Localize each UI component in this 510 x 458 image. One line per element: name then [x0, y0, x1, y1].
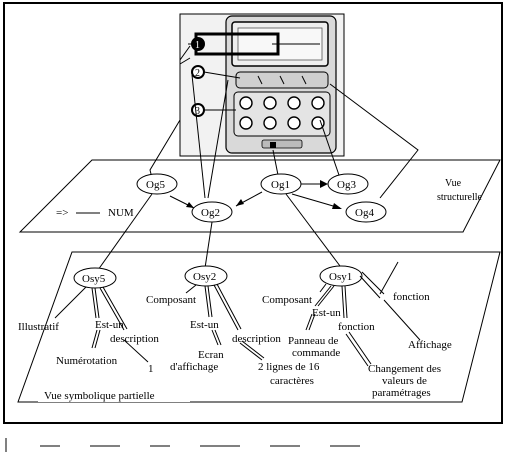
osy1-panneau-1: Panneau de	[288, 335, 339, 347]
node-og1: Og1	[260, 173, 302, 195]
osy2-ecran-2: d'affichage	[170, 361, 218, 373]
key-mark	[301, 75, 307, 85]
key-mark	[257, 75, 263, 85]
osy5-edge-illustratif	[54, 286, 87, 319]
key-mark	[279, 75, 285, 85]
osy1-changement-1: Changement des	[368, 363, 441, 375]
structural-plane	[18, 159, 501, 233]
callout-2: 2	[191, 65, 205, 79]
osy2-estun: Est-un	[190, 319, 219, 331]
arrowhead	[236, 199, 244, 206]
arrowhead	[332, 203, 342, 209]
structural-plane-label-2: structurelle	[437, 192, 483, 203]
link-og5-b	[179, 57, 191, 65]
symbolic-label-mask	[38, 388, 190, 402]
osy1-affichage: Affichage	[408, 339, 452, 351]
osy1-edge-fonction-a	[359, 271, 385, 299]
osy1-edge-composant	[319, 283, 327, 293]
link-og5-osy5	[97, 193, 153, 271]
svg-text:Osy2: Osy2	[193, 271, 216, 283]
link-og2-b	[207, 79, 229, 199]
legend-num: NUM	[108, 207, 134, 219]
svg-text:Osy1: Osy1	[329, 271, 352, 283]
outer-frame	[3, 2, 503, 424]
cropped-caption-strokes	[5, 438, 360, 452]
osy1-edge-estun	[305, 285, 335, 331]
svg-text:Og1: Og1	[271, 179, 290, 191]
osy1-panneau-2: commande	[292, 347, 340, 359]
osy5-edge-estun	[91, 287, 101, 349]
osy1-changement-2: valeurs de	[382, 375, 427, 387]
osy5-edge-description	[99, 286, 128, 331]
device-base	[261, 139, 303, 149]
osy2-lignes-1: 2 lignes de 16	[258, 361, 320, 373]
arrowhead	[320, 180, 328, 188]
link-og2-a	[191, 74, 206, 199]
arrowhead	[186, 202, 194, 208]
osy1-changement-3: paramétrages	[372, 387, 431, 399]
svg-text:Osy5: Osy5	[82, 273, 106, 285]
osy5-estun: Est-un	[95, 319, 124, 331]
link-og1-osy1	[285, 193, 341, 267]
callout-2-lead	[203, 71, 241, 79]
osy1-fonction-b: fonction	[338, 321, 375, 333]
osy2-edge-lignes	[239, 340, 265, 361]
node-osy1: Osy1	[319, 265, 363, 287]
edge-og1-og4	[291, 193, 341, 209]
node-og3: Og3	[327, 173, 369, 195]
osy1-fonction-a: fonction	[393, 291, 430, 303]
svg-text:Og3: Og3	[337, 179, 356, 191]
osy1-edge-affichage	[383, 299, 421, 341]
device-connector	[270, 142, 276, 148]
svg-text:3: 3	[195, 106, 200, 117]
node-og2: Og2	[191, 201, 233, 223]
osy2-edge-estun	[204, 285, 222, 346]
callout-1: 1	[191, 37, 205, 51]
callout-3: 3	[191, 103, 205, 117]
svg-text:Og5: Og5	[146, 179, 165, 191]
legend-arrow: =>	[56, 207, 68, 219]
svg-text:Og2: Og2	[201, 207, 220, 219]
link-og5	[149, 45, 191, 179]
osy2-edge-composant	[185, 284, 197, 294]
keypad-buttons	[239, 96, 325, 130]
osy1-composant: Composant	[262, 294, 312, 306]
node-og4: Og4	[345, 201, 387, 223]
symbolic-plane-label: Vue symbolique partielle	[44, 390, 155, 402]
link-og3	[319, 119, 341, 179]
osy1-estun: Est-un	[312, 307, 341, 319]
osy5-one: 1	[148, 363, 154, 375]
structural-plane-label-1: Vue	[445, 178, 462, 189]
osy5-illustratif: Illustratif	[18, 321, 59, 333]
link-og2-osy2	[204, 221, 213, 269]
svg-text:2: 2	[195, 68, 200, 79]
osy5-numerotation: Numérotation	[56, 355, 118, 367]
svg-text:1: 1	[195, 40, 200, 51]
device-keypad	[233, 91, 331, 137]
osy2-description: description	[232, 333, 281, 345]
osy5-edge-one	[123, 339, 149, 363]
osy2-ecran-1: Ecran	[198, 349, 224, 361]
osy2-edge-description	[213, 283, 242, 331]
node-osy5: Osy5	[73, 267, 117, 289]
osy2-composant: Composant	[146, 294, 196, 306]
svg-text:Og4: Og4	[355, 207, 374, 219]
osy1-edge-changement	[345, 331, 372, 367]
osy1-edge-fonction-top	[379, 261, 399, 295]
osy2-lignes-2: caractères	[270, 375, 314, 387]
osy1-edge-fonction-b	[341, 285, 348, 319]
node-og5: Og5	[136, 173, 178, 195]
link-og4	[329, 83, 419, 199]
link-og1	[272, 149, 279, 176]
symbolic-plane	[17, 251, 501, 403]
osy5-description: description	[110, 333, 159, 345]
node-osy2: Osy2	[184, 265, 228, 287]
